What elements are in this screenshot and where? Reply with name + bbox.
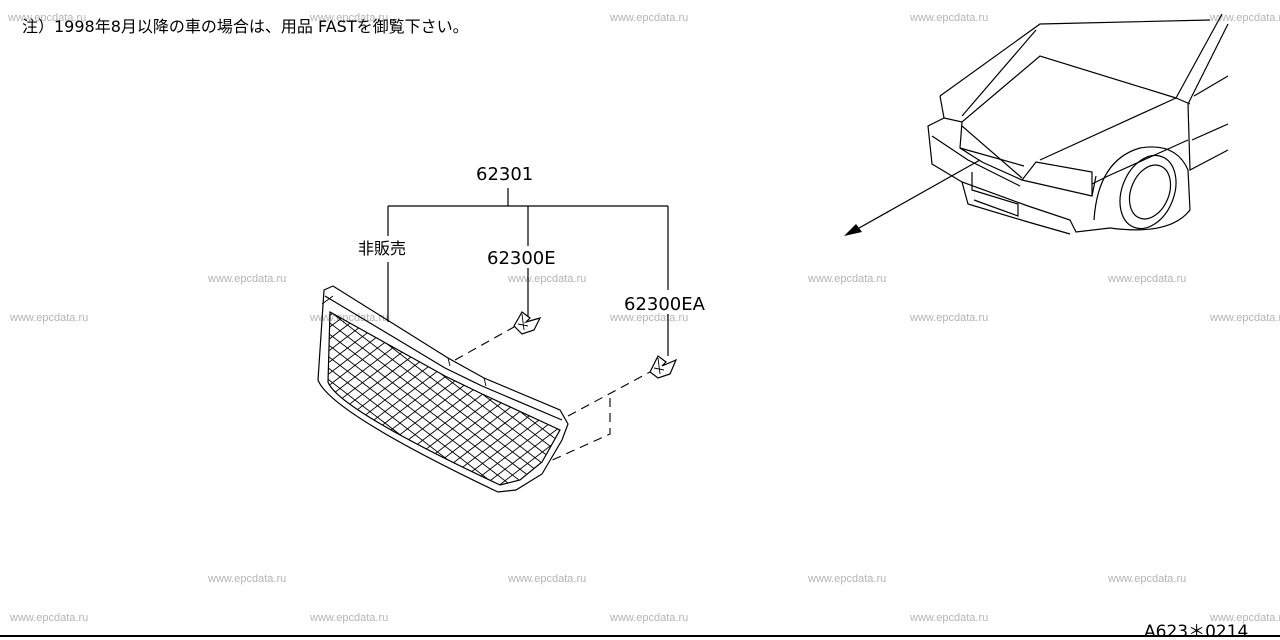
watermark-text: www.epcdata.ru [909, 612, 988, 624]
watermark-text: www.epcdata.ru [7, 12, 86, 24]
watermark-text: www.epcdata.ru [909, 312, 988, 324]
watermark-text: www.epcdata.ru [507, 273, 586, 285]
watermark-text: www.epcdata.ru [1209, 12, 1280, 24]
clip-62300e [513, 311, 542, 335]
watermark-text: www.epcdata.ru [309, 612, 388, 624]
clip-62300ea [649, 355, 678, 379]
watermark-layer: www.epcdata.ru www.epcdata.ru www.epcdata.… [7, 12, 1280, 624]
diagram-code: A623＊0214 [1144, 622, 1248, 640]
watermark-text: www.epcdata.ru [609, 12, 688, 24]
car-front-illustration [927, 13, 1229, 235]
watermark-text: www.epcdata.ru [1209, 612, 1280, 624]
not-for-sale-label: 非販売 [358, 239, 406, 258]
note-text: 注）1998年8月以降の車の場合は、用品 FASTを御覧下さい。 [22, 17, 469, 36]
part-number-62300e[interactable]: 62300E [487, 248, 556, 269]
watermark-text: www.epcdata.ru [207, 573, 286, 585]
watermark-text: www.epcdata.ru [9, 312, 88, 324]
part-number-62300ea[interactable]: 62300EA [624, 294, 706, 315]
watermark-text: www.epcdata.ru [807, 273, 886, 285]
watermark-text: www.epcdata.ru [507, 573, 586, 585]
watermark-text: www.epcdata.ru [207, 273, 286, 285]
watermark-text: www.epcdata.ru [309, 12, 388, 24]
location-arrow [844, 159, 981, 236]
assembly-dashed-lines [454, 326, 651, 463]
watermark-text: www.epcdata.ru [1209, 312, 1280, 324]
watermark-text: www.epcdata.ru [1107, 273, 1186, 285]
watermark-text: www.epcdata.ru [609, 612, 688, 624]
watermark-text: www.epcdata.ru [807, 573, 886, 585]
watermark-text: www.epcdata.ru [309, 312, 388, 324]
watermark-text: www.epcdata.ru [1107, 573, 1186, 585]
leader-lines: 62301 非販売 62300E 62300EA [358, 164, 706, 356]
watermark-text: www.epcdata.ru [9, 612, 88, 624]
watermark-text: www.epcdata.ru [909, 12, 988, 24]
part-number-62301[interactable]: 62301 [476, 164, 533, 185]
